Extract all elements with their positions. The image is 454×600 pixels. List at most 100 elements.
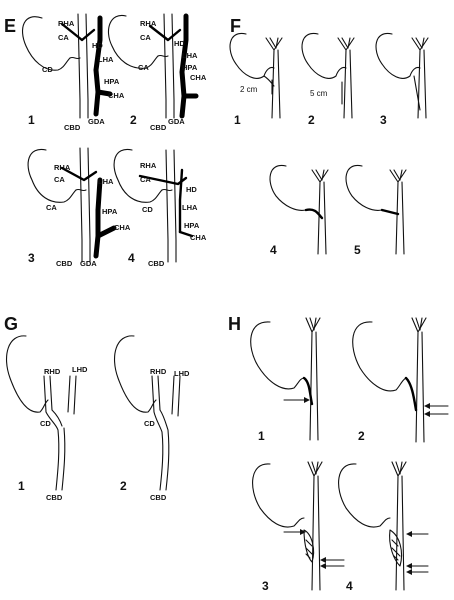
label-cbd: CBD [150,493,167,502]
bile-duct-tree [265,37,283,119]
fig-number: 3 [28,251,35,265]
label-lha: LHA [98,55,114,64]
bile-duct [163,13,175,119]
panel-h-fig-4: 4 [338,461,429,593]
cystic-duct [404,376,418,412]
fig-number: 2 [130,113,137,127]
arrow-head-1 [406,531,412,537]
bile-duct [165,149,177,263]
label-hpa: HPA [104,77,120,86]
fig-number: 4 [270,243,277,257]
label-rha: RHA [58,19,75,28]
rha-vessel [60,22,96,42]
rha-vessel [148,24,182,42]
label-lha: LHA [98,177,114,186]
cystic-junction [263,75,275,87]
gallbladder [352,321,407,392]
panel-letter-h: H [228,314,241,334]
bile-duct-tree [307,461,323,591]
gallbladder [375,33,421,79]
arrow-head-1 [424,403,430,409]
fistula-lesion [389,529,403,567]
panel-g-fig-1: RHD LHD CD CBD 1 [6,335,88,502]
panel-h: H 1 2 [228,314,449,593]
gallbladder [301,33,347,79]
label-rha: RHA [54,163,71,172]
gallbladder [229,33,275,79]
label-rhd: RHD [150,367,167,376]
panel-f-fig-2: 5 cm 2 [301,33,355,127]
panel-h-fig-3: 3 [252,461,345,593]
common-bile-duct [159,429,170,491]
gallbladder [250,321,305,390]
fig-number: 2 [120,479,127,493]
panel-e-fig-3: RHA CA LHA CA HPA CHA CBD GDA 3 [27,147,131,268]
gallbladder [27,148,77,203]
fig-number: 2 [358,429,365,443]
panel-letter-g: G [4,314,18,334]
label-rhd: RHD [44,367,61,376]
bile-duct-tree [411,317,427,443]
label-cbd: CBD [148,259,165,268]
label-lhd: LHD [72,365,88,374]
label-ca: CA [140,175,151,184]
label-cbd: CBD [46,493,63,502]
cystic-parallel [413,75,421,111]
label-cbd: CBD [56,259,73,268]
fig-number: 3 [380,113,387,127]
cystic-junction [153,409,169,433]
label-ca-2: CA [46,203,57,212]
left-hepatic-duct [171,375,181,417]
panel-f-fig-5: 5 [345,165,407,257]
label-gda: GDA [88,117,105,126]
label-cd: CD [144,419,155,428]
bile-duct-tree [337,37,355,119]
label-lha: LHA [182,203,198,212]
label-cha: CHA [190,233,207,242]
arrow-head-2 [320,557,326,563]
fig-number: 1 [28,113,35,127]
gallbladder [113,148,163,203]
panel-f-fig-3: 3 [375,33,429,127]
panel-e-fig-2: RHA CA HD LHA CA HPA CHA GDA CBD 2 [108,13,207,132]
bile-duct-tree [391,461,407,591]
arrow-head-3 [406,569,412,575]
cha-branch [178,230,194,238]
arrow-head-3 [320,563,326,569]
label-ca: CA [54,175,65,184]
label-hpa: HPA [102,207,118,216]
bile-duct [77,13,89,119]
label-gda: GDA [168,117,185,126]
fig-number: 1 [18,479,25,493]
dimension-5cm: 5 cm [310,89,328,98]
label-ca: CA [140,33,151,42]
rha-vessel [138,174,188,186]
label-lhd: LHD [174,369,190,378]
cystic-spiral [304,208,324,220]
label-cha: CHA [190,73,207,82]
panel-e-fig-1: RHA CA HD LHA CD HPA CHA GDA CBD 1 [22,13,125,132]
fistula-hatching [391,539,401,561]
fig-number: 4 [346,579,353,593]
label-cha: CHA [108,91,125,100]
label-hpa: HPA [184,221,200,230]
panel-e-fig-4: RHA CA HD CD LHA HPA CHA CBD 4 [113,148,207,268]
gallbladder [114,335,157,413]
gallbladder [345,165,383,211]
fig-number: 4 [128,251,135,265]
panel-f: F 2 cm 1 5 cm 2 3 [229,16,429,257]
gda-branch [93,89,101,117]
bile-duct-tree [389,169,407,255]
panel-f-fig-1: 2 cm 1 [229,33,283,127]
bile-duct [79,147,91,263]
fistula-hatching [305,539,313,559]
arrow-head-2 [406,563,412,569]
fig-number: 5 [354,243,361,257]
fig-number: 1 [234,113,241,127]
gallbladder [108,14,159,69]
panel-g-fig-2: RHD LHD CD CBD 2 [114,335,190,502]
gallbladder [6,335,49,413]
panel-h-fig-2: 2 [352,317,449,443]
label-cd: CD [40,419,51,428]
